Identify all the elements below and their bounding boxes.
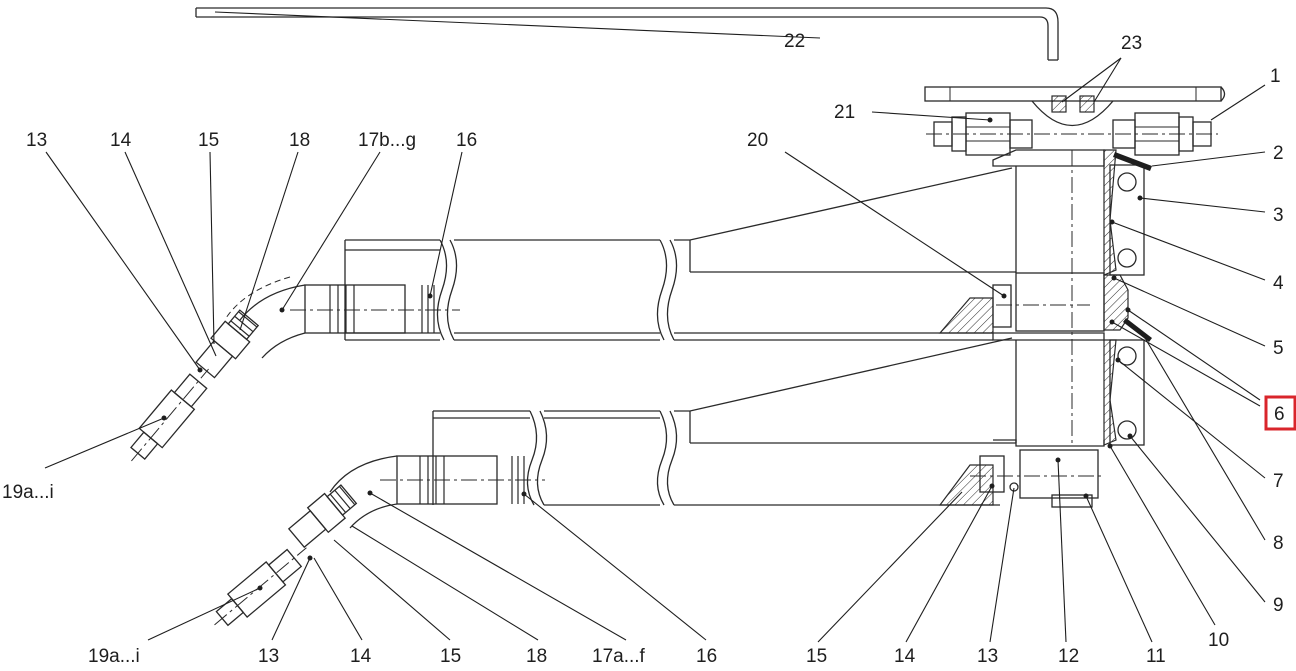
label-13-lower: 13 — [977, 646, 998, 667]
label-6: 6 — [1274, 404, 1285, 425]
label-17a-f: 17a...f — [592, 646, 646, 667]
label-19a-i-upper: 19a...i — [2, 482, 54, 503]
label-4: 4 — [1273, 273, 1284, 294]
label-1: 1 — [1270, 66, 1281, 87]
label-15-bottom: 15 — [440, 646, 461, 667]
label-21: 21 — [834, 102, 855, 123]
label-22: 22 — [784, 31, 805, 52]
lower-hose-arm — [214, 337, 1104, 627]
label-14-lower: 14 — [894, 646, 916, 667]
hand-crank-handle — [195, 7, 1059, 61]
label-13-bottom: 13 — [258, 646, 279, 667]
label-7: 7 — [1273, 471, 1284, 492]
label-2: 2 — [1273, 143, 1284, 164]
label-8: 8 — [1273, 533, 1284, 554]
label-5: 5 — [1273, 338, 1284, 359]
upper-hose-arm — [130, 167, 1090, 462]
leader-lines — [44, 11, 1266, 643]
label-17b-g: 17b...g — [358, 130, 416, 151]
label-12: 12 — [1058, 646, 1079, 667]
label-11: 11 — [1146, 646, 1166, 667]
label-23: 23 — [1121, 33, 1142, 54]
label-16-top: 16 — [456, 130, 477, 151]
central-rotary-column — [992, 149, 1152, 447]
rotary-joint-inlet-fittings — [926, 112, 1218, 156]
label-14-bottom: 14 — [350, 646, 372, 667]
label-13-top: 13 — [26, 130, 47, 151]
label-20: 20 — [747, 130, 768, 151]
label-9: 9 — [1273, 595, 1284, 616]
label-19a-i-lower: 19a...i — [88, 646, 140, 667]
label-18-bottom: 18 — [526, 646, 547, 667]
label-15-lower: 15 — [806, 646, 827, 667]
label-3: 3 — [1273, 205, 1284, 226]
label-14-top: 14 — [110, 130, 132, 151]
label-16-bottom: 16 — [696, 646, 717, 667]
top-mounting-plate — [924, 86, 1226, 126]
label-18-top: 18 — [289, 130, 310, 151]
highlight-box — [1264, 395, 1296, 431]
label-10: 10 — [1208, 630, 1229, 651]
label-15-top: 15 — [198, 130, 219, 151]
part-number-labels: 1 2 3 4 5 6 7 8 9 10 11 12 13 14 15 16 1… — [2, 31, 1285, 667]
